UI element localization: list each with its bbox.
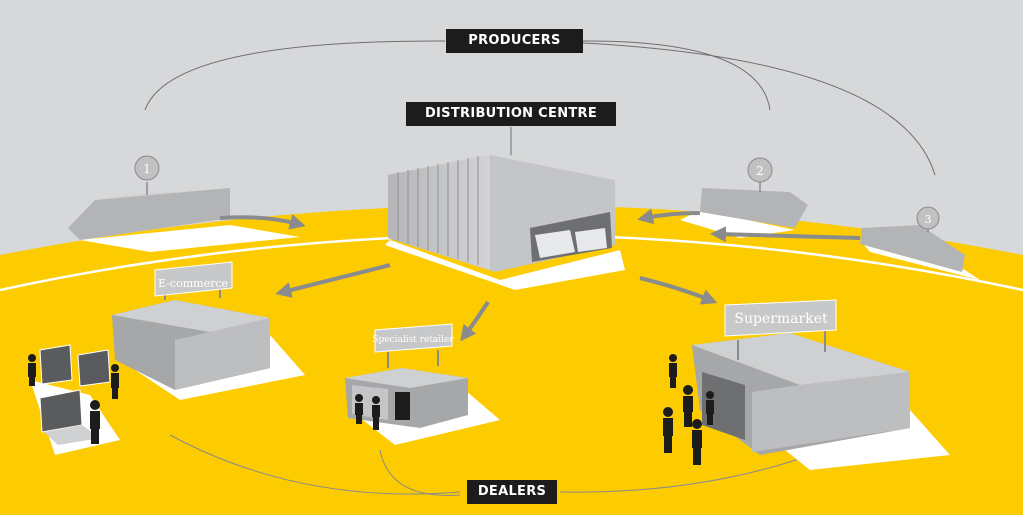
arrow-dc-to-ecommerce — [275, 263, 391, 298]
dealers-ring-line — [169, 434, 461, 495]
producers-arc-left — [144, 40, 446, 111]
laptop-users — [28, 344, 120, 455]
supermarket-building — [692, 299, 950, 470]
producer-1-building — [68, 155, 300, 252]
distribution-centre-label: DISTRIBUTION CENTRE — [406, 102, 616, 126]
specialist-retailer-sign: Specialist retailer — [372, 335, 454, 345]
distribution-centre-building — [385, 155, 625, 290]
producer-3-number: 3 — [925, 213, 932, 226]
arrow-producer2-to-dc — [637, 208, 701, 225]
arrow-dc-to-specialist — [460, 300, 490, 342]
producer-2-building — [680, 157, 808, 238]
supermarket-sign: Supermarket — [734, 311, 828, 327]
ecommerce-building — [112, 261, 305, 400]
arrow-producer3-to-dc — [710, 226, 861, 243]
producers-label: PRODUCERS — [446, 29, 583, 53]
arrow-producer1-to-dc — [219, 214, 306, 230]
producers-arc-outer — [582, 42, 936, 176]
producer-1-number: 1 — [143, 162, 151, 176]
arrow-dc-to-supermarket — [639, 276, 718, 305]
dealers-label: DEALERS — [467, 480, 557, 504]
producer-3-building — [860, 206, 980, 280]
dealers-inner-line — [379, 449, 461, 496]
supermarket-shoppers — [663, 354, 714, 465]
producer-2-number: 2 — [756, 164, 764, 178]
ecommerce-sign: E-commerce — [158, 277, 228, 290]
specialist-retailer-building — [345, 323, 500, 445]
producers-arc-right — [582, 40, 771, 111]
